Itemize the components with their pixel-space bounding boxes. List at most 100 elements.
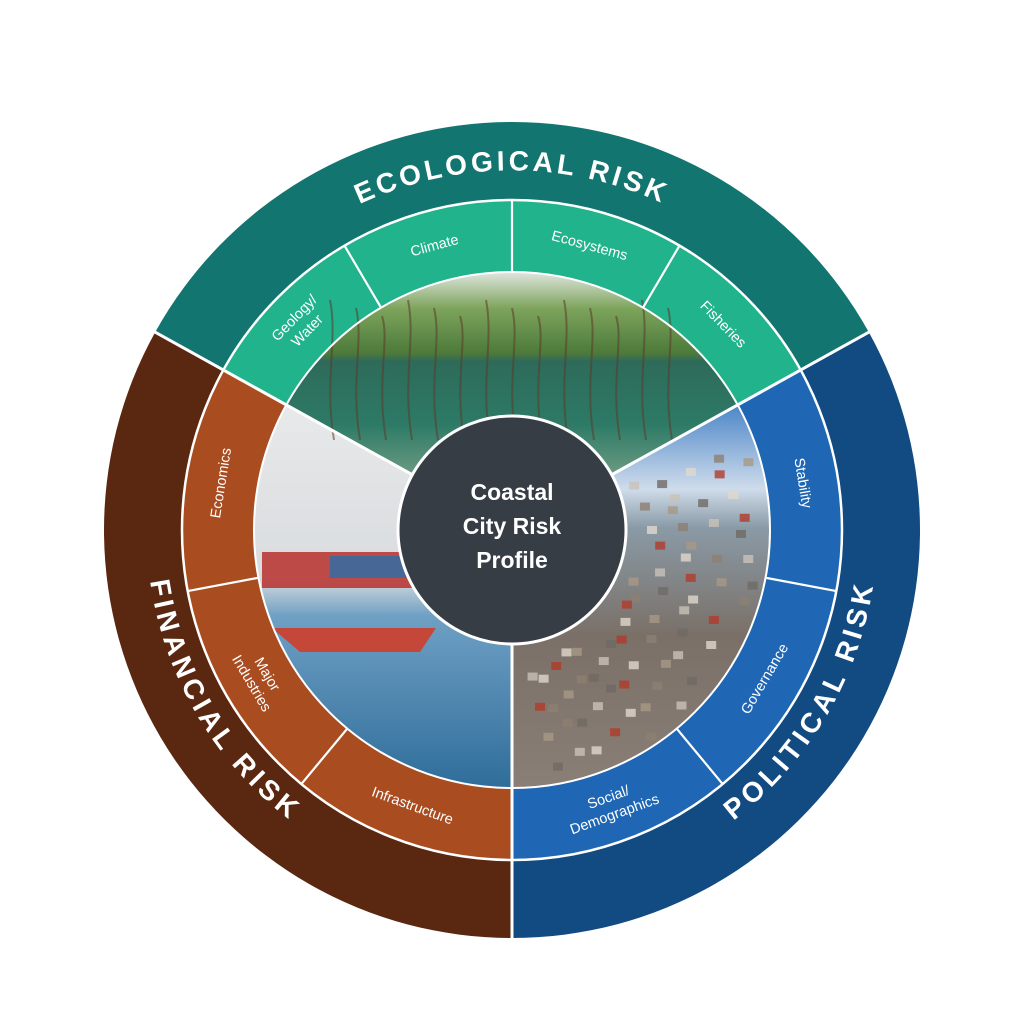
financial-subsector-1: [187, 577, 348, 785]
city-building: [606, 639, 617, 648]
city-building: [571, 647, 582, 656]
center-title-line: Profile: [476, 547, 548, 573]
financial-subsector-divider: [187, 576, 259, 593]
ecological-subsector-divider: [641, 245, 681, 309]
city-building: [687, 677, 698, 686]
city-building: [677, 628, 688, 637]
political-subsector-divider: [765, 576, 837, 593]
city-building: [669, 494, 680, 503]
city-building: [629, 481, 640, 490]
political-risk-outer-band: [512, 332, 921, 939]
city-building: [677, 523, 688, 532]
city-building: [685, 573, 696, 582]
political-subsector-1: [676, 577, 837, 785]
city-building: [616, 635, 627, 644]
city-building: [676, 701, 687, 710]
city-building: [646, 634, 657, 643]
sector-divider: [152, 329, 414, 477]
city-building: [739, 597, 750, 606]
cargo-containers: [330, 556, 410, 578]
city-building: [685, 467, 696, 476]
ecological-subsector-1: [344, 200, 512, 308]
financial-risk-outer-band: [103, 332, 512, 939]
political-subsector-2: [512, 728, 723, 860]
city-building: [647, 526, 657, 534]
city-building: [598, 657, 609, 666]
city-building: [563, 690, 574, 699]
harbor-boats-photo: [253, 404, 512, 788]
center-circle: [396, 414, 628, 646]
city-building: [562, 719, 573, 728]
city-building: [698, 499, 709, 508]
city-building: [679, 606, 690, 615]
city-building: [706, 641, 717, 649]
mangrove-root-line: [459, 315, 465, 441]
city-building: [630, 594, 641, 603]
city-building: [606, 684, 617, 693]
mangrove-root-line: [563, 299, 569, 441]
financial-subsector-divider: [300, 727, 349, 785]
city-building: [743, 458, 754, 467]
ecological-subsector-3: [642, 245, 801, 405]
city-building: [657, 480, 668, 489]
city-building: [714, 454, 725, 463]
political-subsector-0: [737, 370, 842, 592]
city-building: [688, 595, 699, 604]
city-building: [739, 513, 750, 522]
city-building: [538, 674, 549, 683]
ecological-subsector-2: [512, 200, 680, 308]
city-building: [628, 577, 639, 586]
city-building: [588, 673, 599, 682]
boat-hull: [272, 628, 436, 652]
city-building: [625, 708, 636, 717]
ring-border: [253, 271, 771, 789]
city-building: [714, 470, 725, 479]
mangrove-root-line: [355, 307, 361, 441]
city-building: [591, 746, 602, 755]
mangrove-root-line: [641, 299, 647, 441]
city-building: [639, 502, 650, 511]
city-building: [649, 615, 660, 624]
city-building: [728, 490, 739, 499]
city-building: [610, 728, 621, 737]
city-building: [743, 555, 754, 564]
city-building: [747, 581, 758, 590]
city-building: [673, 651, 684, 660]
ring-border: [180, 198, 844, 862]
city-building: [711, 554, 722, 563]
city-building: [628, 661, 639, 670]
mangrove-root-line: [667, 307, 673, 441]
city-building: [592, 702, 603, 711]
city-building: [686, 541, 697, 550]
city-building: [551, 662, 562, 671]
city-building: [543, 732, 554, 741]
mangrove-root-line: [381, 315, 387, 441]
ecological-risk-outer-band: [155, 121, 869, 371]
mangrove-root-line: [407, 299, 413, 441]
center-title-line: City Risk: [463, 513, 562, 539]
city-building: [680, 553, 691, 562]
city-building: [621, 600, 632, 609]
city-building: [574, 747, 585, 756]
city-building: [576, 675, 587, 684]
city-building: [620, 617, 631, 626]
political-subsector-divider: [675, 727, 724, 785]
city-building: [552, 762, 563, 771]
city-building: [527, 672, 538, 681]
city-building: [561, 648, 572, 657]
city-building: [535, 702, 546, 711]
city-building: [652, 681, 663, 690]
city-building: [708, 518, 719, 527]
city-building: [735, 529, 746, 538]
city-building: [660, 659, 671, 668]
city-building: [655, 541, 666, 550]
mangrove-root-line: [615, 315, 621, 441]
sector-divider: [610, 329, 872, 477]
financial-subsector-2: [182, 370, 287, 592]
city-building: [577, 718, 588, 727]
mangrove-root-line: [329, 299, 335, 441]
city-building: [658, 587, 669, 596]
mangrove-root-line: [589, 307, 595, 441]
mangrove-root-line: [433, 307, 439, 441]
